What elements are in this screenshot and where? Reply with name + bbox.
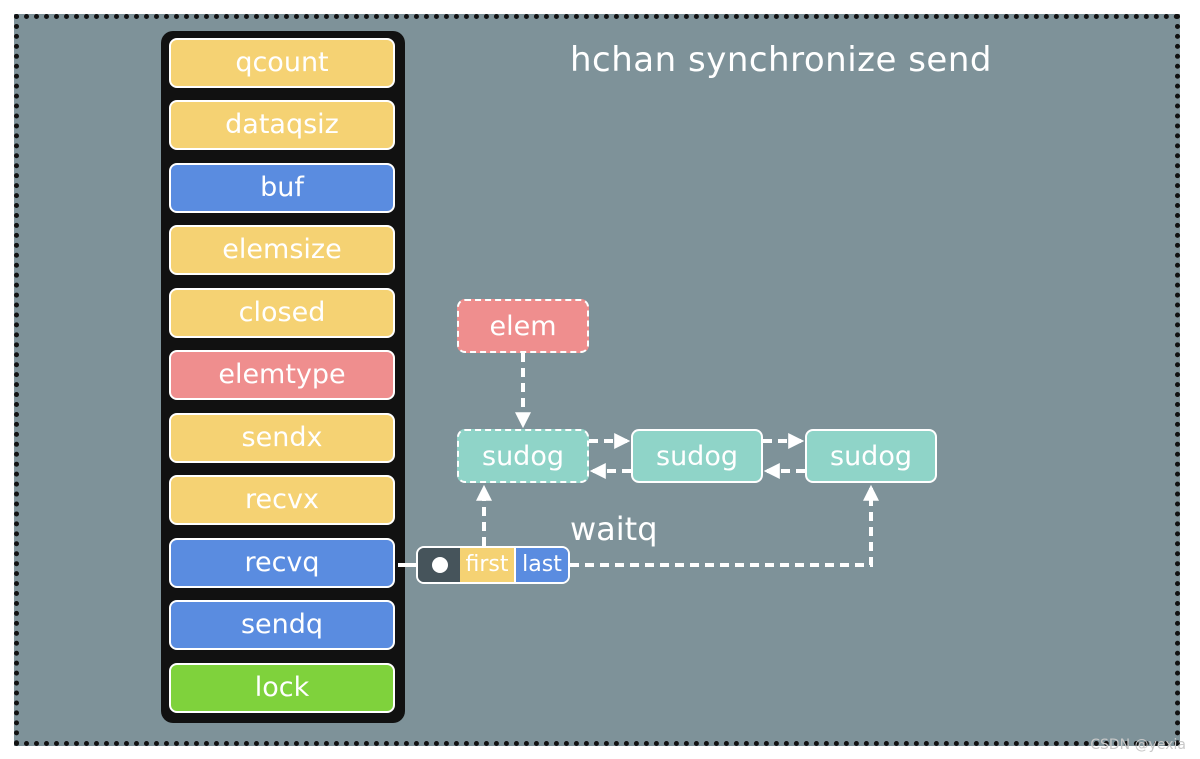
diagram-title: hchan synchronize send (570, 40, 992, 80)
sudog-node-2: sudog (631, 429, 763, 483)
field-elemsize: elemsize (169, 225, 395, 275)
field-sendx: sendx (169, 413, 395, 463)
waitq-struct: first last (416, 546, 570, 584)
pointer-dot (432, 557, 448, 573)
sudog-node-3: sudog (805, 429, 937, 483)
field-dataqsiz: dataqsiz (169, 100, 395, 150)
watermark: CSDN @yexia (1090, 737, 1186, 753)
sudog-node-1: sudog (457, 429, 589, 483)
waitq-label: waitq (570, 510, 658, 548)
waitq-first: first (460, 548, 514, 582)
elem-node: elem (457, 299, 589, 353)
field-recvq: recvq (169, 538, 395, 588)
hchan-struct: qcount dataqsiz buf elemsize closed elem… (161, 31, 405, 723)
waitq-last: last (514, 548, 568, 582)
field-recvx: recvx (169, 475, 395, 525)
field-elemtype: elemtype (169, 350, 395, 400)
last-to-sudog-arrow (570, 484, 879, 567)
field-buf: buf (169, 163, 395, 213)
field-closed: closed (169, 288, 395, 338)
field-qcount: qcount (169, 38, 395, 88)
field-sendq: sendq (169, 600, 395, 650)
field-lock: lock (169, 663, 395, 713)
waitq-pointer (418, 548, 460, 582)
